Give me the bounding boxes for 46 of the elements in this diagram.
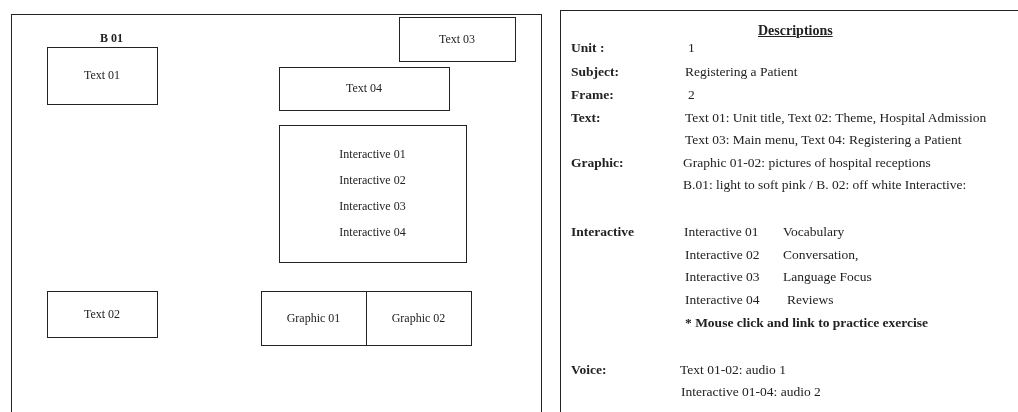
field-value: B.01: light to soft pink / B. 02: off white Interactive: bbox=[683, 177, 967, 193]
field-value: Reviews bbox=[787, 292, 834, 308]
field-label: Unit : bbox=[571, 40, 605, 56]
panel-frame bbox=[560, 10, 1018, 412]
placeholder-box bbox=[278, 124, 467, 263]
field-value: Text 01: Unit title, Text 02: Theme, Hospital Admission bbox=[685, 110, 987, 126]
field-value: Text 03: Main menu, Text 04: Registering a Patient bbox=[685, 132, 962, 148]
placeholder-box bbox=[365, 290, 472, 346]
box-text: Graphic 01 bbox=[286, 310, 341, 326]
field-value: Vocabulary bbox=[783, 224, 845, 240]
field-value: Registering a Patient bbox=[685, 64, 798, 80]
field-value: Interactive 01 bbox=[684, 224, 759, 240]
field-value: Text 01-02: audio 1 bbox=[680, 362, 786, 378]
box-text: Text 03 bbox=[438, 31, 476, 47]
panel-frame bbox=[11, 14, 542, 412]
field-value: 1 bbox=[688, 40, 695, 56]
field-value: * Mouse click and link to practice exercise bbox=[685, 315, 929, 331]
frame-label: B 01 bbox=[100, 31, 123, 46]
section-heading: Descriptions bbox=[758, 23, 833, 39]
box-text: Interactive 02 bbox=[339, 173, 406, 188]
field-label: Text: bbox=[571, 110, 601, 126]
field-label: Interactive bbox=[571, 224, 634, 240]
field-label: Subject: bbox=[571, 64, 619, 80]
field-value: Graphic 01-02: pictures of hospital receptions bbox=[683, 155, 931, 171]
placeholder-box bbox=[46, 290, 158, 338]
placeholder-box bbox=[398, 16, 516, 62]
field-value: Interactive 03 bbox=[685, 269, 760, 285]
field-label: Frame: bbox=[571, 87, 614, 103]
box-text: Text 02 bbox=[83, 306, 121, 322]
placeholder-box bbox=[260, 290, 367, 346]
field-value: Language Focus bbox=[783, 269, 872, 285]
box-text: Interactive 04 bbox=[339, 225, 406, 240]
field-label: Voice: bbox=[571, 362, 607, 378]
field-value: Interactive 01-04: audio 2 bbox=[681, 384, 821, 400]
box-text: Text 04 bbox=[345, 81, 383, 96]
box-text: Text 01 bbox=[83, 68, 121, 83]
placeholder-box bbox=[46, 46, 158, 105]
field-value: Conversation, bbox=[783, 247, 859, 263]
box-text: Graphic 02 bbox=[391, 310, 446, 326]
box-text: Interactive 03 bbox=[339, 199, 406, 214]
field-value: 2 bbox=[688, 87, 695, 103]
field-value: Interactive 04 bbox=[685, 292, 760, 308]
placeholder-box bbox=[278, 66, 450, 111]
field-value: Interactive 02 bbox=[685, 247, 760, 263]
box-text: Interactive 01 bbox=[339, 147, 406, 162]
field-label: Graphic: bbox=[571, 155, 624, 171]
